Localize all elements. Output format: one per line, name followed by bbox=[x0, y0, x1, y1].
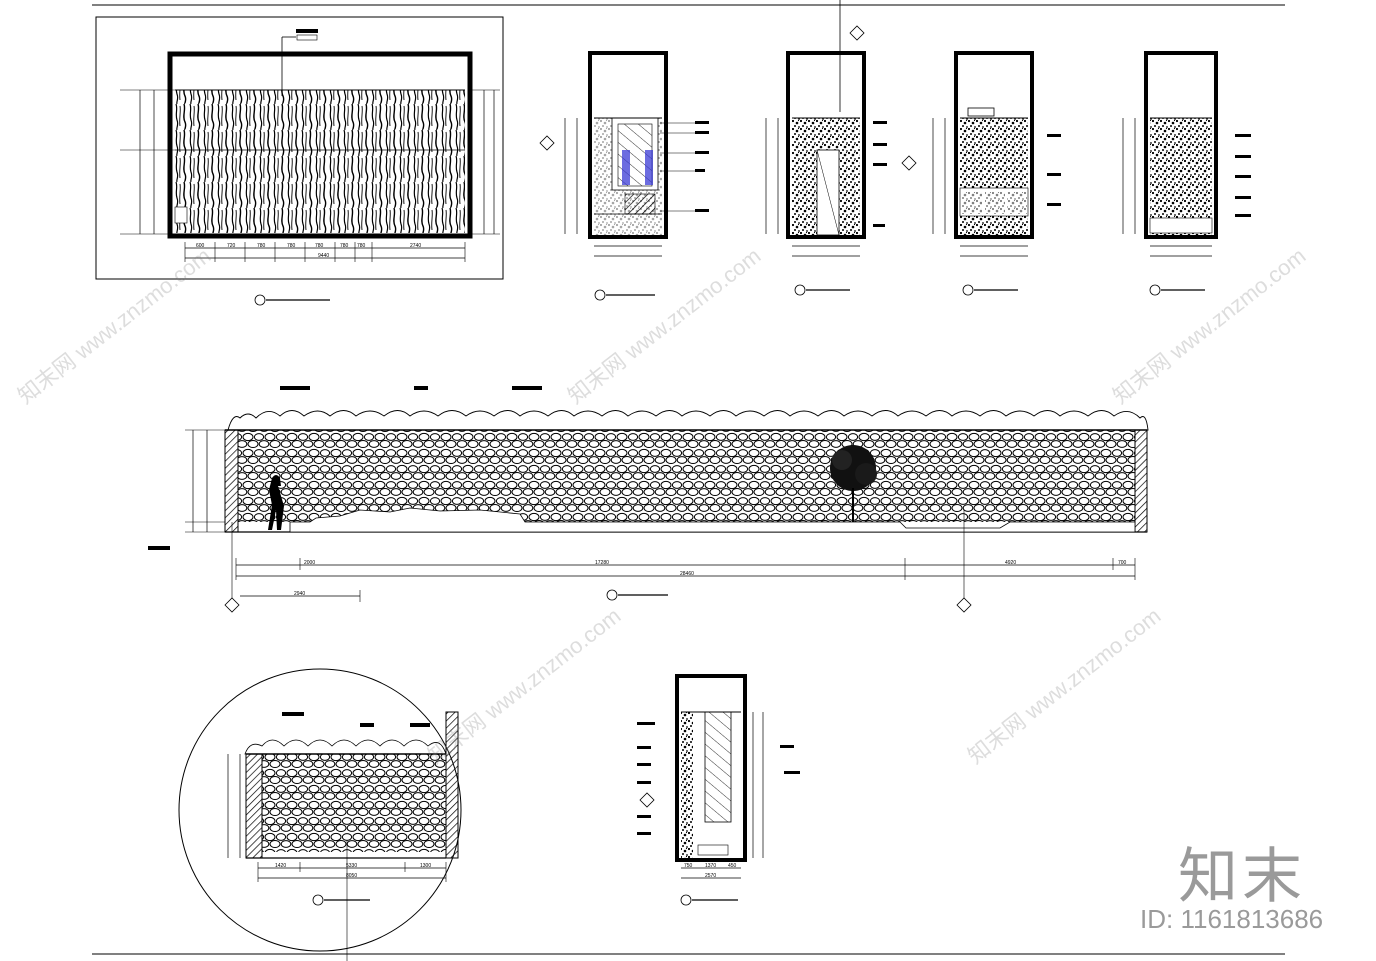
dim-label: 780 bbox=[340, 243, 349, 249]
dim-label: 2000 bbox=[304, 560, 315, 566]
dim-label: 2740 bbox=[410, 243, 421, 249]
dim-label: 2940 bbox=[294, 591, 305, 597]
detail-circle-pebble-wall: 1420 5330 1300 8050 bbox=[178, 668, 462, 961]
dim-label: 720 bbox=[227, 243, 236, 249]
dim-label: 780 bbox=[357, 243, 366, 249]
dim-label: 700 bbox=[1118, 560, 1127, 566]
elevation-small-3 bbox=[901, 51, 1061, 296]
dim-label: 600 bbox=[196, 243, 205, 249]
dim-label: 9440 bbox=[318, 253, 329, 259]
elevation-small-1 bbox=[539, 51, 709, 301]
elevation-large-wall: 600 720 780 780 780 780 780 2740 9440 bbox=[95, 16, 504, 306]
dim-label: 28460 bbox=[680, 571, 694, 577]
dim-label: 4920 bbox=[1005, 560, 1016, 566]
dim-label: 1300 bbox=[420, 863, 431, 869]
dim-label: 780 bbox=[315, 243, 324, 249]
watermark-id-label: ID: 1161813686 bbox=[1140, 904, 1324, 934]
watermark-brand: 知末 bbox=[1178, 842, 1306, 912]
section-small-bottom: 750 1370 450 2570 bbox=[637, 674, 800, 906]
elevation-small-4 bbox=[1122, 51, 1251, 296]
dim-label: 750 bbox=[684, 863, 693, 869]
dim-label: 780 bbox=[287, 243, 296, 249]
dim-label: 2570 bbox=[705, 873, 716, 879]
elevation-small-2 bbox=[765, 25, 887, 296]
dim-label: 17280 bbox=[595, 560, 609, 566]
dim-label: 8050 bbox=[346, 873, 357, 879]
dim-label: 1370 bbox=[705, 863, 716, 869]
elevation-long-pebble-wall: 2000 17280 4920 700 28460 2940 bbox=[148, 386, 1149, 613]
dim-label: 1420 bbox=[275, 863, 286, 869]
dim-label: 5330 bbox=[346, 863, 357, 869]
dim-label: 450 bbox=[728, 863, 737, 869]
dim-label: 780 bbox=[257, 243, 266, 249]
